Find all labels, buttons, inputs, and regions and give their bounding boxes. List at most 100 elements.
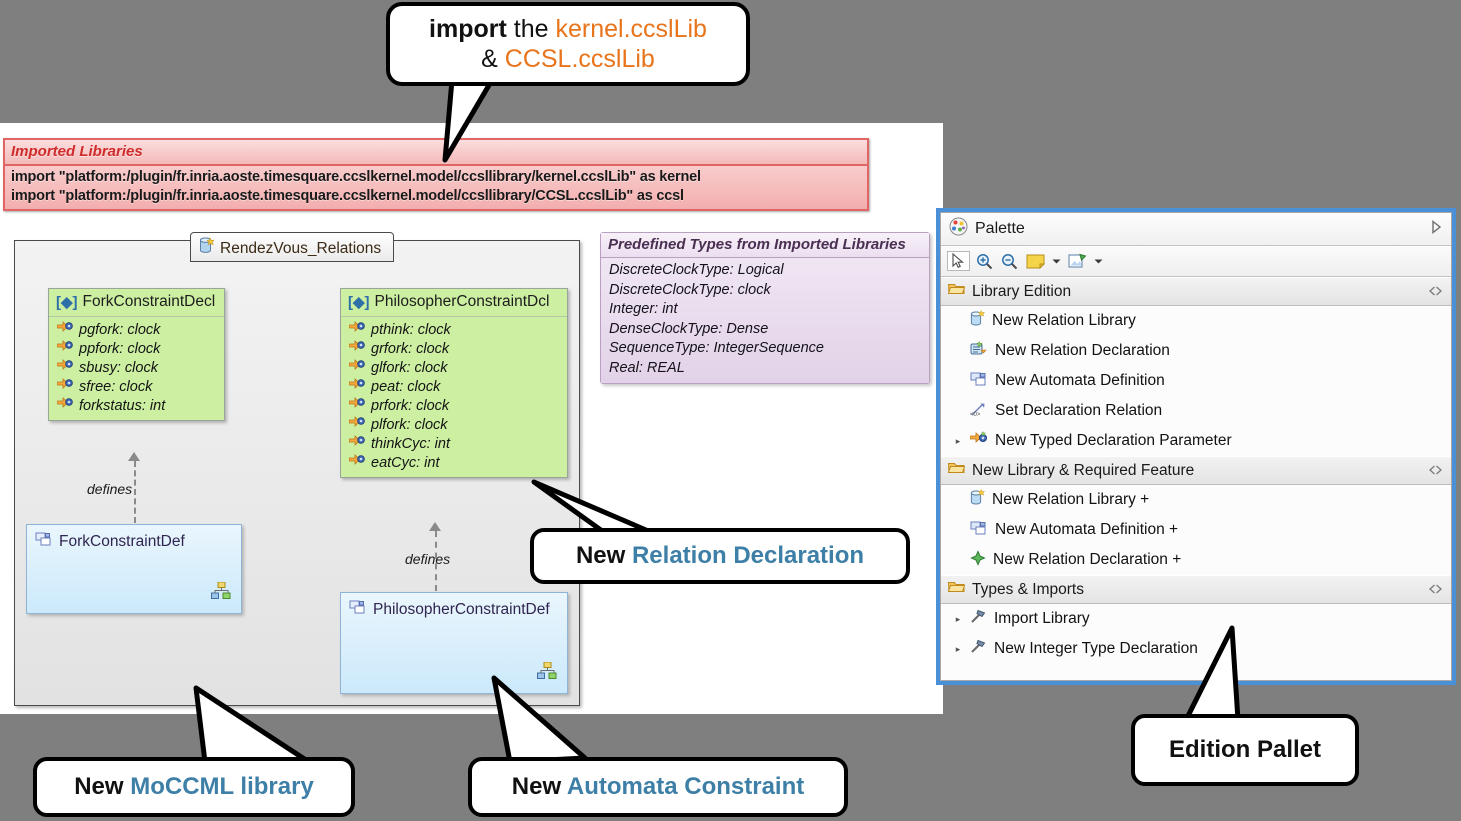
predefined-type-row: SequenceType: IntegerSequence — [609, 340, 824, 356]
palette-icon — [949, 217, 968, 241]
svg-text:<0>: <0> — [970, 412, 981, 417]
callout-import-lib1: kernel.ccslLib — [555, 14, 707, 43]
palette-item-label: Import Library — [994, 610, 1090, 627]
typed-parameter-icon — [348, 435, 365, 452]
callout-moccml-blue: MoCCML library — [130, 773, 314, 801]
palette-item-label: New Relation Library — [992, 312, 1136, 329]
diagram-tab-rendezvous-relations[interactable]: RendezVous_Relations — [190, 232, 395, 262]
palette-section-types-imports[interactable]: Types & Imports — [941, 575, 1451, 604]
palette-toolbar[interactable] — [941, 246, 1451, 277]
attribute-row[interactable]: pgfork: clock — [49, 320, 224, 339]
attribute-row[interactable]: prfork: clock — [341, 396, 567, 415]
palette-item-new-relation-declaration-plus[interactable]: New Relation Declaration + — [941, 545, 1451, 575]
note-icon[interactable] — [1024, 254, 1047, 269]
palette-section-library-edition[interactable]: Library Edition — [941, 277, 1451, 306]
callout-edition-pallet: Edition Pallet — [1131, 714, 1359, 786]
collapse-icon[interactable] — [1428, 581, 1443, 599]
palette-section-new-library-required-feature[interactable]: New Library & Required Feature — [941, 456, 1451, 485]
palette-item-new-relation-library[interactable]: New Relation Library — [941, 306, 1451, 336]
attribute-row[interactable]: plfork: clock — [341, 415, 567, 434]
attribute-row[interactable]: pthink: clock — [341, 320, 567, 339]
chevron-down-icon[interactable] — [1093, 258, 1104, 265]
palette-panel[interactable]: Palette Library Edition — [936, 208, 1456, 685]
node-fork-constraint-def[interactable]: ForkConstraintDef — [26, 524, 242, 614]
typed-parameter-icon — [348, 378, 365, 395]
callout-new-relation-declaration: New Relation Declaration — [530, 528, 910, 584]
palette-item-new-automata-definition[interactable]: New Automata Definition — [941, 366, 1451, 396]
attribute-label: ppfork: clock — [79, 340, 161, 357]
chevron-right-icon[interactable] — [1430, 219, 1443, 239]
collapse-icon[interactable] — [1428, 462, 1443, 480]
attribute-row[interactable]: ppfork: clock — [49, 339, 224, 358]
attribute-row[interactable]: peat: clock — [341, 377, 567, 396]
node-philosopher-constraint-decl[interactable]: [◆] PhilosopherConstraintDcl pthink: clo… — [340, 288, 568, 478]
attribute-row[interactable]: glfork: clock — [341, 358, 567, 377]
typed-parameter-icon — [56, 340, 73, 357]
node-title-philosopher-constraint-decl: PhilosopherConstraintDcl — [374, 293, 550, 310]
callout-automata-blue: Automata Constraint — [566, 773, 805, 801]
node-fork-constraint-decl[interactable]: [◆] ForkConstraintDecl pgfork: clock ppf… — [48, 288, 225, 421]
declaration-stereotype-icon: [◆] — [348, 294, 370, 311]
attribute-label: pthink: clock — [371, 321, 451, 338]
predefined-type-row: Real: REAL — [609, 359, 685, 376]
import-statement-kernel[interactable]: import "platform:/plugin/fr.inria.aoste.… — [11, 169, 701, 185]
generalization-arrow-philosopher — [429, 522, 441, 531]
palette-section-label: Library Edition — [972, 282, 1072, 300]
predefined-type-row: DiscreteClockType: clock — [609, 281, 771, 298]
palette-item-new-automata-definition-plus[interactable]: New Automata Definition + — [941, 515, 1451, 545]
typed-parameter-icon — [348, 397, 365, 414]
folder-open-icon — [947, 461, 966, 480]
palette-title: Palette — [975, 220, 1025, 237]
note-attach-icon[interactable] — [1066, 253, 1089, 269]
generalization-arrow-fork — [128, 452, 140, 461]
node-header-philosopher-constraint-def: PhilosopherConstraintDef — [341, 593, 567, 627]
typed-parameter-icon — [56, 321, 73, 338]
expand-arrow-icon[interactable]: ▸ — [955, 643, 961, 654]
node-title-fork-constraint-decl: ForkConstraintDecl — [82, 293, 216, 310]
attribute-row[interactable]: sbusy: clock — [49, 358, 224, 377]
callout-automata-black: New — [511, 773, 567, 801]
attribute-label: pgfork: clock — [79, 321, 161, 338]
relation-library-icon — [199, 237, 216, 260]
cursor-arrow-icon[interactable] — [947, 251, 970, 271]
palette-item-label: New Relation Library + — [992, 491, 1150, 508]
typed-parameter-icon — [348, 359, 365, 376]
green-diamond-icon — [970, 549, 986, 571]
declaration-stereotype-icon: [◆] — [56, 294, 78, 311]
attribute-row[interactable]: forkstatus: int — [49, 396, 224, 415]
magnifier-plus-icon[interactable] — [974, 253, 995, 270]
node-attributes-fork-constraint-decl: pgfork: clock ppfork: clock sbusy: clock… — [49, 317, 224, 420]
node-philosopher-constraint-def[interactable]: PhilosopherConstraintDef — [340, 592, 568, 694]
attribute-label: prfork: clock — [371, 397, 450, 414]
chevron-down-icon[interactable] — [1051, 258, 1062, 265]
palette-item-set-declaration-relation[interactable]: <0> Set Declaration Relation — [941, 396, 1451, 426]
attribute-row[interactable]: sfree: clock — [49, 377, 224, 396]
imported-libraries-compartment[interactable]: Imported Libraries import "platform:/plu… — [3, 138, 869, 211]
attribute-row[interactable]: thinkCyc: int — [341, 434, 567, 453]
node-title-fork-constraint-def: ForkConstraintDef — [59, 533, 185, 550]
palette-item-new-relation-library-plus[interactable]: New Relation Library + — [941, 485, 1451, 515]
typed-parameter-icon — [56, 397, 73, 414]
predefined-types-title: Predefined Types from Imported Libraries — [601, 233, 929, 258]
palette-item-import-library[interactable]: ▸ Import Library — [941, 604, 1451, 634]
palette-item-label: New Typed Declaration Parameter — [995, 432, 1232, 449]
palette-section-label: New Library & Required Feature — [972, 461, 1195, 479]
magnifier-minus-icon[interactable] — [999, 253, 1020, 270]
collapse-icon[interactable] — [1428, 283, 1443, 301]
attribute-label: sfree: clock — [79, 378, 153, 395]
palette-item-label: Set Declaration Relation — [995, 402, 1163, 419]
palette-item-new-relation-declaration[interactable]: New Relation Declaration — [941, 336, 1451, 366]
callout-import-lib2: CCSL.ccslLib — [504, 45, 655, 73]
palette-header: Palette — [941, 213, 1451, 246]
palette-item-new-typed-declaration-parameter[interactable]: ▸ New Typed Declaration Parameter — [941, 426, 1451, 456]
import-statement-ccsl[interactable]: import "platform:/plugin/fr.inria.aoste.… — [11, 188, 684, 204]
attribute-row[interactable]: eatCyc: int — [341, 453, 567, 472]
palette-item-label: New Automata Definition — [995, 372, 1165, 389]
predefined-types-panel[interactable]: Predefined Types from Imported Libraries… — [600, 232, 930, 384]
callout-import-mid: the — [506, 14, 556, 43]
attribute-row[interactable]: grfork: clock — [341, 339, 567, 358]
expand-arrow-icon[interactable]: ▸ — [955, 435, 961, 446]
expand-arrow-icon[interactable]: ▸ — [955, 613, 961, 624]
typed-parameter-icon — [348, 321, 365, 338]
palette-item-new-integer-type-declaration[interactable]: ▸ New Integer Type Declaration — [941, 634, 1451, 664]
